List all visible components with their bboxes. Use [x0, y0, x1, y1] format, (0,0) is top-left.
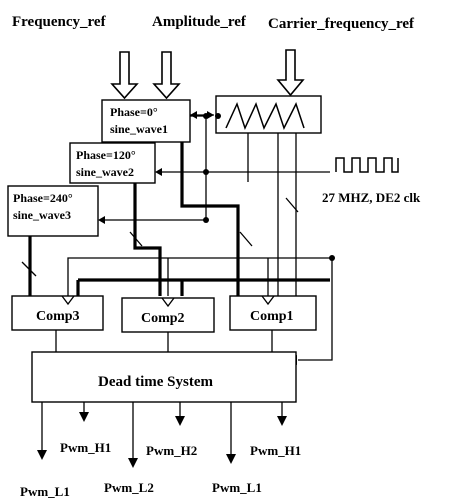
sine-wave1-block — [101, 99, 191, 143]
pwm-h2-label: Pwm_H2 — [146, 443, 197, 458]
pwm-h1-arrow — [79, 412, 89, 422]
comp1-label: Comp1 — [250, 309, 294, 324]
pwm-l1-label: Pwm_L1 — [20, 484, 70, 499]
junction-dot — [203, 113, 209, 119]
pwm-l2-label: Pwm_L2 — [104, 480, 154, 495]
carrier-bus-slash — [285, 197, 299, 213]
sine1-bus — [180, 142, 240, 296]
pwm-l1-arrow — [37, 450, 47, 460]
pwm-l1b-arrow — [226, 454, 236, 464]
dead-time-system-label: Dead time System — [98, 374, 213, 390]
pwm-h1-label: Pwm_H1 — [60, 440, 111, 455]
sine1-bus-slash — [239, 231, 253, 247]
enable-bus — [67, 257, 333, 361]
comp3-block — [11, 295, 104, 331]
frequency-ref-label: Frequency_ref — [12, 14, 107, 30]
comp2-block — [121, 297, 215, 333]
clock-to-sine2-arrow — [155, 168, 162, 176]
comp3-label: Comp3 — [36, 309, 80, 324]
sine-wave3-name: sine_wave3 — [13, 208, 71, 222]
amplitude-ref-label: Amplitude_ref — [152, 14, 247, 30]
comp2-label: Comp2 — [141, 311, 185, 326]
pwm-h2-arrow — [175, 416, 185, 426]
comp1-block — [229, 295, 317, 331]
junction-dot — [203, 217, 209, 223]
amplitude-ref-arrow — [152, 51, 181, 100]
sine-wave2-name: sine_wave2 — [76, 165, 134, 179]
sine-wave2-block — [69, 142, 156, 184]
dead-time-system-block — [31, 351, 297, 403]
triangle-wave-icon — [225, 101, 305, 131]
sine-wave3-phase: Phase=240° — [13, 191, 73, 205]
pwm-h1b-label: Pwm_H1 — [250, 443, 301, 458]
sine3-bus-slash — [21, 261, 37, 277]
sine-wave1-phase: Phase=0° — [110, 105, 158, 119]
clock-label: 27 MHZ, DE2 clk — [322, 190, 421, 205]
comp3-clock-marker — [61, 295, 75, 306]
sine-wave2-phase: Phase=120° — [76, 148, 136, 162]
junction-dot — [203, 169, 209, 175]
pwm-l1b-label: Pwm_L1 — [212, 480, 262, 495]
clock-signal-icon — [335, 157, 399, 173]
clock-to-sine3-arrow — [98, 216, 105, 224]
comp1-clock-marker — [261, 295, 275, 306]
carrier-frequency-ref-label: Carrier_frequency_ref — [268, 16, 415, 32]
pwm-h1b-arrow — [277, 416, 287, 426]
sine-wave1-name: sine_wave1 — [110, 122, 168, 136]
carrier-frequency-ref-arrow — [276, 49, 305, 97]
carrier-sync-arrow-left — [190, 111, 197, 119]
sine2-bus — [133, 183, 162, 296]
frequency-ref-arrow — [110, 51, 139, 100]
sine2-bus-slash — [129, 231, 143, 247]
comp2-clock-marker — [161, 297, 175, 308]
pwm-l2-arrow — [128, 458, 138, 468]
junction-dot — [215, 113, 221, 119]
sine-wave3-block — [7, 185, 99, 237]
